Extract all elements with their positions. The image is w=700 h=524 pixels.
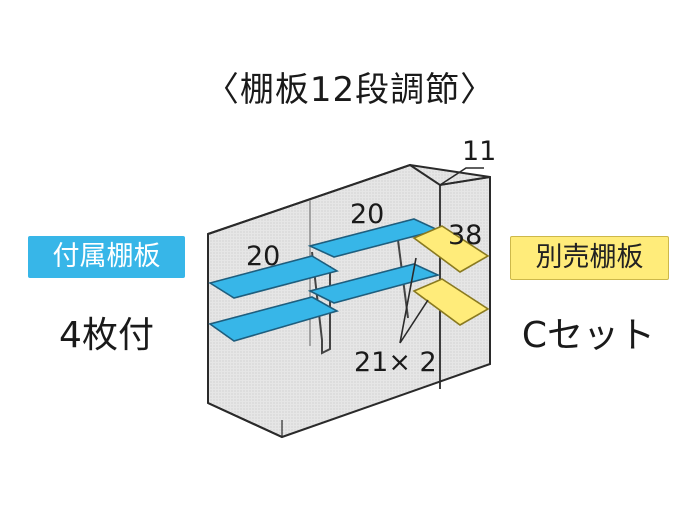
left-shelf-width-label: 20 xyxy=(246,241,280,272)
included-shelves-badge: 付属棚板 xyxy=(28,236,185,278)
optional-shelves xyxy=(412,225,490,326)
included-shelves xyxy=(208,218,441,342)
side-shelf-width-label: 38 xyxy=(448,220,482,251)
included-shelves-quantity: 4枚付 xyxy=(59,315,154,356)
center-shelf-width-label: 20 xyxy=(350,199,384,230)
side-shelf-depth-label: 21× 2 xyxy=(354,347,437,378)
optional-shelves-set: Cセット xyxy=(521,315,656,356)
diagram-title: 〈棚板12段調節〉 xyxy=(204,70,496,110)
dimension-leaders xyxy=(399,167,484,344)
optional-shelves-badge: 別売棚板 xyxy=(510,236,669,280)
top-depth-label: 11 xyxy=(462,136,496,167)
